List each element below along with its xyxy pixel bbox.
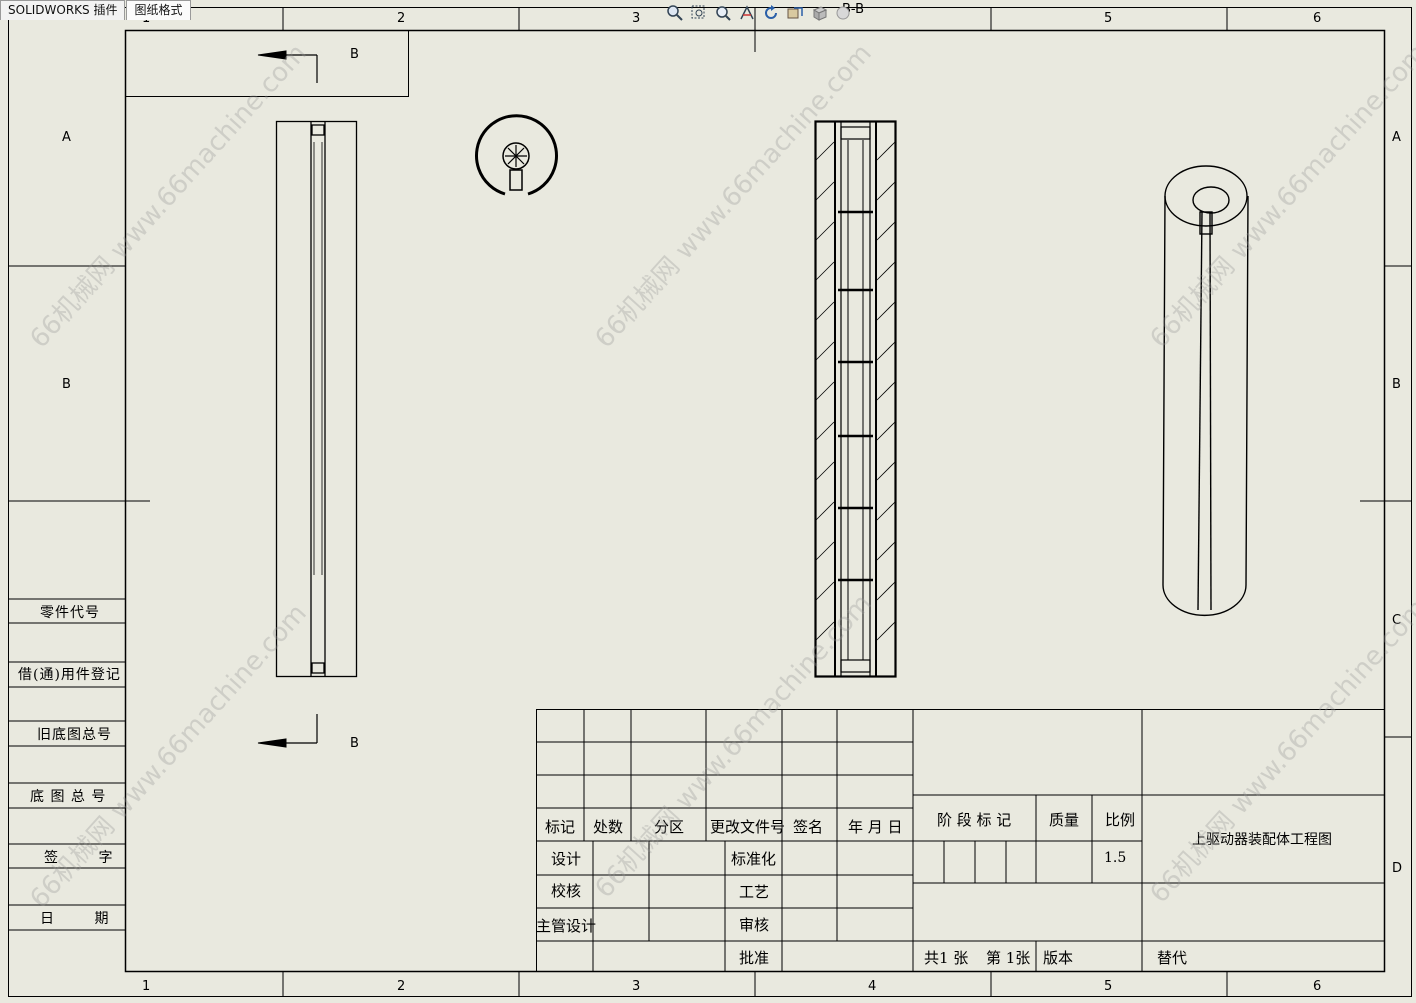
tb-version: 版本 <box>1043 949 1074 967</box>
view-orientation-icon[interactable] <box>808 2 830 24</box>
tb-check: 校核 <box>551 882 582 900</box>
tb-mark: 标记 <box>545 818 576 836</box>
section-marker-bottom: B <box>350 736 359 751</box>
tb-review: 审核 <box>739 916 770 934</box>
tab-solidworks-addins[interactable]: SOLIDWORKS 插件 <box>0 0 126 20</box>
isometric-view <box>1162 165 1249 617</box>
tab-bar: SOLIDWORKS 插件 图纸格式 <box>0 0 192 20</box>
side-part-code: 零件代号 <box>40 605 100 621</box>
zone-row-b-right: B <box>1392 377 1401 392</box>
tb-standardize: 标准化 <box>731 850 777 868</box>
zone-col-1-bottom: 1 <box>142 979 151 994</box>
title-block-grid <box>536 709 1385 972</box>
zone-row-d-right: D <box>1392 861 1403 876</box>
tb-mass: 质量 <box>1049 811 1080 829</box>
tb-drawing-title: 上驱动器装配体工程图 <box>1192 832 1332 848</box>
zone-col-3-top: 3 <box>632 11 641 26</box>
tb-sheet-no: 第 1张 <box>986 949 1031 967</box>
zone-row-b-left: B <box>62 377 71 392</box>
section-marker-top: B <box>350 47 359 62</box>
heads-up-view-toolbar <box>664 2 854 24</box>
zone-col-2-bottom: 2 <box>397 979 406 994</box>
tb-scale-value: 1.5 <box>1104 850 1127 866</box>
zone-col-4-bottom: 4 <box>868 979 877 994</box>
zone-row-a-left: A <box>62 130 71 145</box>
tb-ymd: 年 月 日 <box>848 818 903 836</box>
tb-change-doc: 更改文件号 <box>710 818 786 836</box>
zone-col-6-top: 6 <box>1313 11 1322 26</box>
section-view-bb <box>814 120 897 678</box>
tb-process: 工艺 <box>739 883 770 901</box>
side-base-no: 底 图 总 号 <box>30 789 107 805</box>
zone-row-a-right: A <box>1392 130 1401 145</box>
zone-col-5-bottom: 5 <box>1104 979 1113 994</box>
zoom-area-icon[interactable] <box>688 2 710 24</box>
zone-col-5-top: 5 <box>1104 11 1113 26</box>
tb-zone: 分区 <box>654 818 685 836</box>
front-view <box>275 120 358 678</box>
top-view-small <box>475 114 558 196</box>
tab-sheet-format[interactable]: 图纸格式 <box>126 0 191 20</box>
section-arrow-bottom <box>257 714 318 748</box>
tb-count: 处数 <box>593 818 624 836</box>
side-signature: 签 字 <box>44 850 131 866</box>
tb-stage-mark: 阶 段 标 记 <box>937 811 1012 829</box>
tb-chief-design: 主管设计 <box>536 917 597 935</box>
tb-scale-label: 比例 <box>1105 811 1136 829</box>
zoom-in-out-icon[interactable] <box>712 2 734 24</box>
tb-approve: 批准 <box>739 949 770 967</box>
zone-row-c-right: C <box>1392 613 1402 628</box>
rotate-icon[interactable] <box>760 2 782 24</box>
tb-sheets-total: 共1 张 <box>924 949 969 967</box>
previous-view-icon[interactable] <box>784 2 806 24</box>
tb-replace: 替代 <box>1157 949 1188 967</box>
tb-sign: 签名 <box>793 818 824 836</box>
zoom-fit-icon[interactable] <box>664 2 686 24</box>
display-style-icon[interactable] <box>832 2 854 24</box>
zone-col-3-bottom: 3 <box>632 979 641 994</box>
side-borrowed-record: 借(通)用件登记 <box>18 667 121 683</box>
side-date: 日 期 <box>40 911 127 927</box>
tb-design: 设计 <box>551 850 582 868</box>
outer-border <box>8 7 1412 997</box>
pan-icon[interactable] <box>736 2 758 24</box>
zone-col-6-bottom: 6 <box>1313 979 1322 994</box>
zone-col-2-top: 2 <box>397 11 406 26</box>
section-arrow-top <box>257 50 318 83</box>
side-old-base-no: 旧底图总号 <box>37 727 112 743</box>
